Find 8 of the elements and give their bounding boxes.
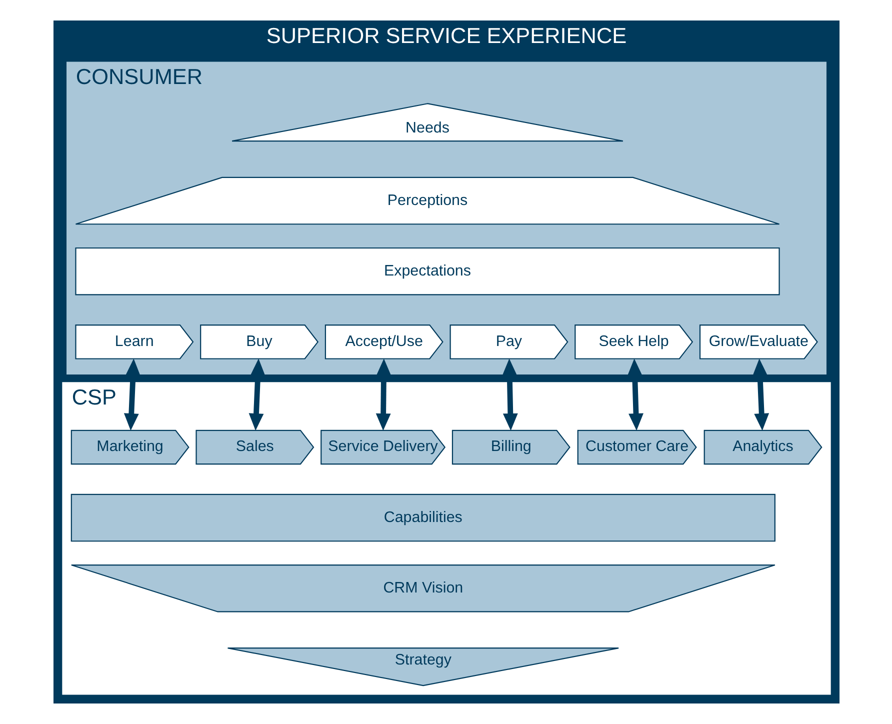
node-box: Expectations <box>74 247 780 296</box>
arrow <box>752 358 769 431</box>
arrow <box>375 358 391 431</box>
arrow <box>626 358 643 431</box>
node-box: Capabilities <box>70 494 775 542</box>
arrow <box>248 358 265 431</box>
arrow <box>123 358 140 431</box>
arrow <box>502 358 518 431</box>
